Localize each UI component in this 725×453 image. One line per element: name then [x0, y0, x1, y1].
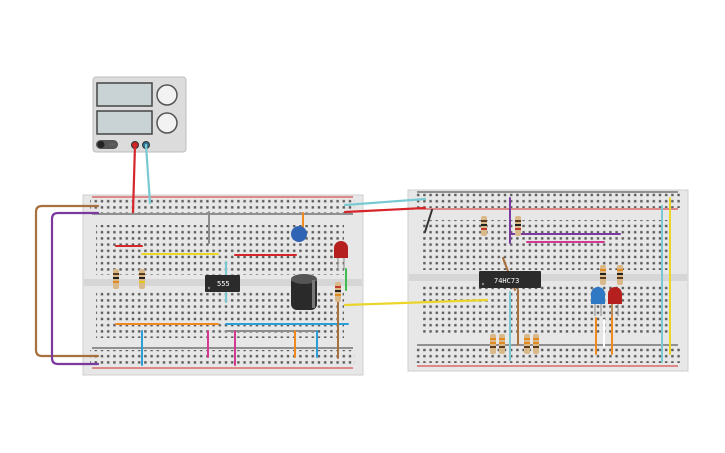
current-knob[interactable]: [156, 112, 178, 134]
voltage-knob[interactable]: [156, 84, 178, 106]
wire-b2-black: [424, 209, 433, 233]
ceramic-capacitor[interactable]: [291, 226, 307, 242]
breadboard-right[interactable]: [407, 189, 689, 372]
resistor-10: [524, 334, 530, 354]
ic-74hc73-label: 74HC73: [494, 277, 519, 285]
resistor-4: [481, 216, 487, 236]
voltage-display: [96, 82, 153, 107]
wire-board-link-cyan: [343, 197, 427, 207]
resistor-5: [515, 216, 521, 236]
resistor-6: [600, 265, 606, 285]
power-switch-label: OFF: [109, 143, 116, 147]
current-display: [96, 110, 153, 135]
resistor-7: [617, 265, 623, 285]
resistor-11: [533, 334, 539, 354]
led-blue-board2[interactable]: [591, 287, 605, 316]
ic-555-label: 555: [217, 280, 230, 288]
wire-purple-loop: [50, 211, 100, 366]
wire-brown-loop: [34, 204, 100, 358]
wire-psu-positive: [131, 143, 137, 214]
resistor-1: [113, 269, 119, 289]
resistor-2: [139, 269, 145, 289]
ic-74hc73-flipflop[interactable]: 74HC73: [479, 271, 541, 288]
resistor-9: [499, 334, 505, 354]
resistor-8: [490, 334, 496, 354]
electrolytic-capacitor[interactable]: [291, 274, 317, 310]
wire-board-link-red: [343, 206, 427, 214]
wire-board-link-yellow: [343, 298, 489, 307]
power-supply[interactable]: OFF: [92, 76, 187, 153]
resistors[interactable]: [113, 216, 623, 354]
led-red-board2[interactable]: [608, 287, 622, 316]
wires[interactable]: [34, 143, 671, 366]
wire-psu-negative: [144, 143, 152, 205]
resistor-3: [335, 282, 341, 302]
ic-555-timer[interactable]: 555: [205, 275, 240, 292]
led-red-board1[interactable]: [334, 241, 348, 270]
